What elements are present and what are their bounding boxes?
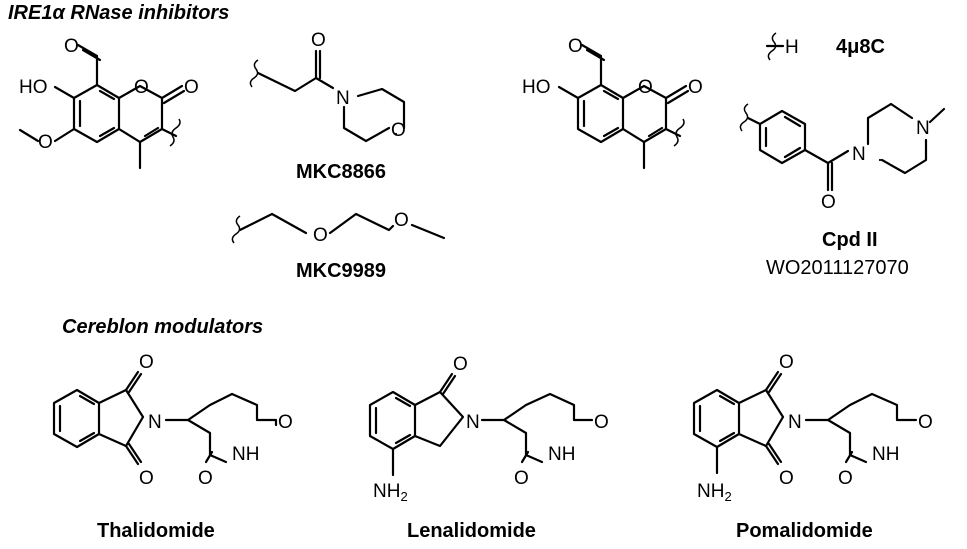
atom-nh-lena: NH xyxy=(548,444,575,465)
atom-n-thal: N xyxy=(148,412,162,433)
atom-h-u48c: H xyxy=(785,37,799,58)
coumarin-core-left xyxy=(18,43,186,170)
atom-o3-poma: O xyxy=(918,412,933,433)
atom-o2-poma: O xyxy=(779,468,794,489)
label-lenalidomide: Lenalidomide xyxy=(407,520,536,542)
atom-n-mkc8866: N xyxy=(336,88,350,109)
cpd2-side-chain xyxy=(739,102,946,192)
atom-o-carbonyl-left: O xyxy=(184,77,199,98)
atom-o1-thal: O xyxy=(139,352,154,373)
atom-o-morpholine: O xyxy=(391,120,406,141)
atom-o3-lena: O xyxy=(594,412,609,433)
label-thalidomide: Thalidomide xyxy=(97,520,215,542)
atom-o-aldehyde-middle: O xyxy=(568,36,583,57)
atom-nh-thal: NH xyxy=(232,444,259,465)
atom-nh-poma: NH xyxy=(872,444,899,465)
thalidomide-structure xyxy=(52,370,278,466)
mkc9989-side-chain xyxy=(231,212,446,244)
cereblon-header: Cereblon modulators xyxy=(62,316,263,338)
label-mkc8866: MKC8866 xyxy=(296,161,386,183)
atom-o4-thal: O xyxy=(198,468,213,489)
atom-o-carbonyl-middle: O xyxy=(688,77,703,98)
mkc8866-side-chain xyxy=(249,49,406,143)
label-cpd2: Cpd II xyxy=(822,229,878,251)
atom-o3-thal: O xyxy=(278,412,293,433)
atom-o-methoxy: O xyxy=(38,132,53,153)
atom-o-aldehyde-left: O xyxy=(64,36,79,57)
atom-n1-piperazine: N xyxy=(852,144,866,165)
atom-o-ring-middle: O xyxy=(638,77,653,98)
pomalidomide-structure xyxy=(692,370,918,475)
label-pomalidomide: Pomalidomide xyxy=(736,520,873,542)
atom-o-mkc8866: O xyxy=(311,30,326,51)
atom-n-poma: N xyxy=(788,412,802,433)
lenalidomide-structure xyxy=(368,372,594,477)
atom-ho-left: HO xyxy=(19,77,48,98)
atom-n-lena: N xyxy=(466,412,480,433)
atom-o1-lena: O xyxy=(453,354,468,375)
atom-ho-middle: HO xyxy=(522,77,551,98)
atom-o4-lena: O xyxy=(514,468,529,489)
label-mkc9989: MKC9989 xyxy=(296,260,386,282)
h-substituent xyxy=(765,32,785,61)
atom-o2-thal: O xyxy=(139,468,154,489)
atom-nh2-poma: NH2 xyxy=(697,481,732,504)
label-u48c: 4μ8C xyxy=(836,36,885,58)
atom-o-ether2: O xyxy=(394,210,409,231)
atom-nh2-lena: NH2 xyxy=(373,481,408,504)
label-patent: WO2011127070 xyxy=(766,257,909,279)
atom-o-ring-left: O xyxy=(134,77,149,98)
atom-o-ether1: O xyxy=(313,225,328,246)
atom-n2-piperazine: N xyxy=(916,118,930,139)
coumarin-core-middle xyxy=(557,43,690,170)
atom-o4-poma: O xyxy=(838,468,853,489)
atom-o1-poma: O xyxy=(779,352,794,373)
atom-o-cpd2: O xyxy=(821,192,836,213)
ire1-header: IRE1α RNase inhibitors xyxy=(8,2,229,24)
